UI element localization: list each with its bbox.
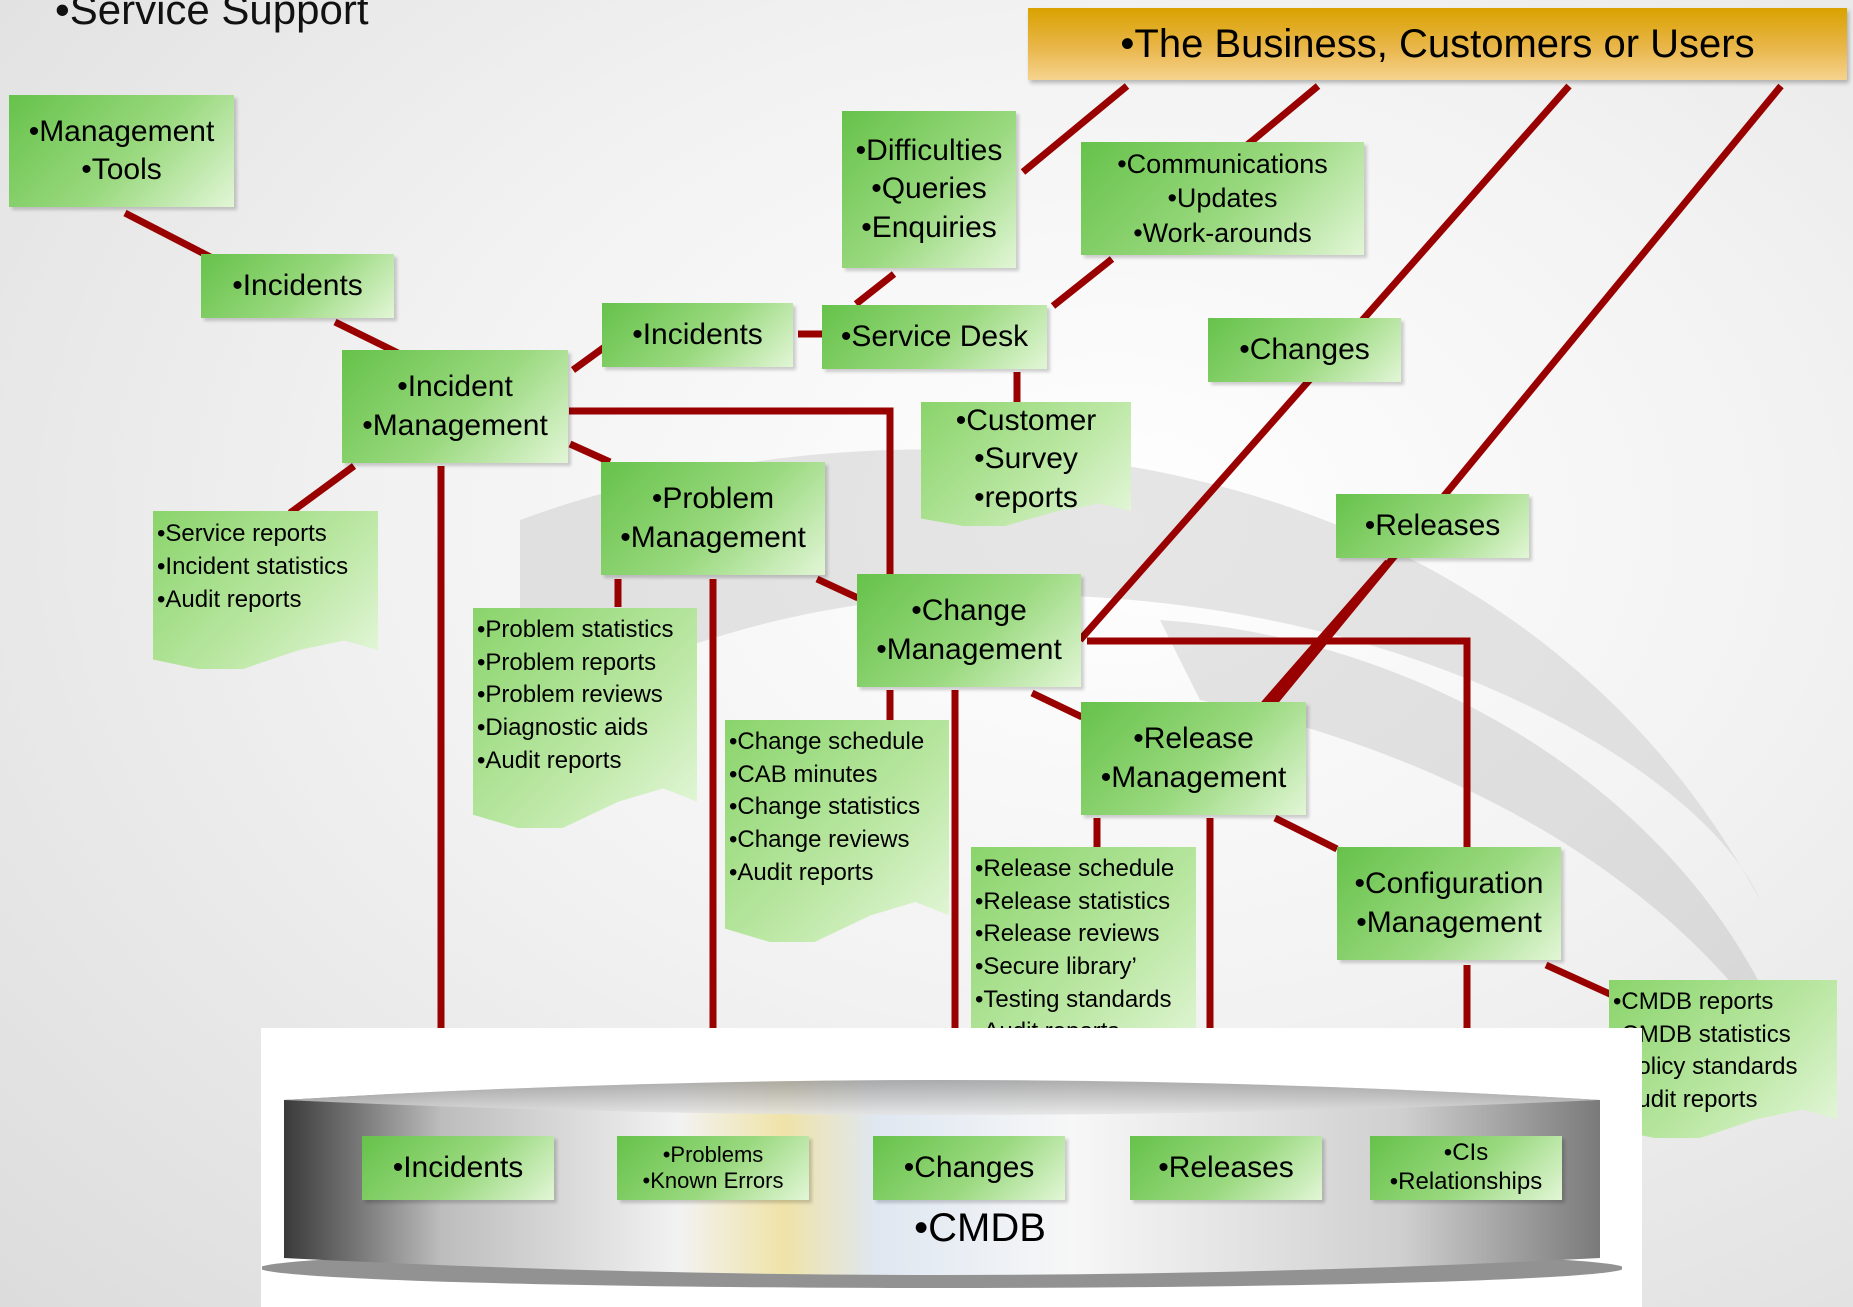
service-desk-box: •Service Desk xyxy=(822,305,1047,369)
communications-box: •Communications •Updates •Work-arounds xyxy=(1081,142,1364,255)
doc-line: •Audit reports xyxy=(477,746,622,774)
box-line: •Problem xyxy=(651,482,775,516)
page-title: •Service Support xyxy=(55,0,369,33)
problem-reports-doc: •Problem statistics •Problem reports •Pr… xyxy=(473,608,697,828)
box-line: •Releases xyxy=(1364,508,1501,542)
box-line: •Management xyxy=(1100,760,1287,794)
change-management-box: •Change •Management xyxy=(857,574,1081,687)
doc-line: •Audit reports xyxy=(729,858,874,886)
cmdb-cis-box: •CIs •Relationships xyxy=(1370,1136,1562,1200)
box-line: •Management xyxy=(1356,905,1542,939)
box-line: •Management xyxy=(28,114,215,148)
box-line: •Incident xyxy=(397,370,513,404)
box-line: •Change xyxy=(911,594,1027,628)
box-line: •Incidents xyxy=(392,1150,524,1184)
doc-line: •Change statistics xyxy=(729,793,921,821)
box-line: •Difficulties xyxy=(855,133,1003,167)
box-line: •Relationships xyxy=(1389,1168,1543,1195)
box-line: •Incidents xyxy=(232,268,363,302)
incidents-top-box: •Incidents xyxy=(201,254,394,318)
doc-line: •Secure library’ xyxy=(975,952,1137,980)
doc-line: •Testing standards xyxy=(975,985,1172,1013)
doc-line: •reports xyxy=(974,480,1078,514)
box-line: •Release xyxy=(1133,722,1254,756)
doc-line: •Release schedule xyxy=(975,855,1175,882)
doc-line: •Release statistics xyxy=(975,887,1171,915)
box-line: •Service Desk xyxy=(840,319,1029,353)
configuration-management-box: •Configuration •Management xyxy=(1337,847,1561,960)
box-line: •Updates xyxy=(1167,183,1278,214)
doc-line: •Problem reports xyxy=(477,648,657,676)
customer-survey-doc: •Customer •Survey •reports xyxy=(921,402,1131,526)
doc-line: •CMDB reports xyxy=(1613,988,1774,1015)
doc-line: •Service reports xyxy=(157,520,327,547)
difficulties-box: •Difficulties •Queries •Enquiries xyxy=(842,111,1016,268)
box-line: •Management xyxy=(362,408,548,442)
box-line: •Queries xyxy=(871,172,987,206)
doc-line: •Change reviews xyxy=(729,825,910,853)
box-line: •Changes xyxy=(903,1150,1035,1184)
box-line: •Communications xyxy=(1117,148,1328,179)
cmdb-problems-box: •Problems •Known Errors xyxy=(617,1136,809,1200)
doc-line: •Incident statistics xyxy=(157,553,349,581)
cmdb-changes-box: •Changes xyxy=(873,1136,1065,1200)
doc-line: •Problem reviews xyxy=(477,681,663,709)
doc-line: •CMDB statistics xyxy=(1613,1020,1791,1048)
doc-line: •Policy standards xyxy=(1613,1053,1798,1081)
box-line: •Releases xyxy=(1158,1150,1294,1184)
doc-line: •Survey xyxy=(974,442,1078,476)
box-line: •Known Errors xyxy=(642,1168,784,1193)
box-line: •Work-arounds xyxy=(1133,217,1312,248)
incident-management-box: •Incident •Management xyxy=(342,350,568,463)
doc-line: •Change schedule xyxy=(729,728,925,755)
box-line: •Incidents xyxy=(632,317,763,351)
cmdb-incidents-box: •Incidents xyxy=(362,1136,554,1200)
box-line: •Configuration xyxy=(1354,867,1544,901)
box-line: •Management xyxy=(876,632,1062,666)
cmdb-releases-box: •Releases xyxy=(1130,1136,1322,1200)
incidents-mid-box: •Incidents xyxy=(602,303,793,367)
doc-line: •CAB minutes xyxy=(729,760,878,788)
box-line: •Changes xyxy=(1239,332,1370,366)
management-tools-box: •Management •Tools xyxy=(9,95,234,207)
doc-line: •Release reviews xyxy=(975,920,1160,948)
release-management-box: •Release •Management xyxy=(1081,702,1306,815)
box-line: •Enquiries xyxy=(861,210,997,244)
problem-management-box: •Problem •Management xyxy=(601,462,825,575)
cmdb-label: •CMDB xyxy=(914,1206,1046,1250)
releases-top-box: •Releases xyxy=(1336,494,1529,558)
box-line: •Problems xyxy=(662,1141,764,1167)
doc-line: •Audit reports xyxy=(157,586,302,614)
box-line: •Management xyxy=(620,520,806,554)
changes-top-box: •Changes xyxy=(1208,318,1401,382)
box-line: •Tools xyxy=(81,153,162,186)
box-line: •CIs xyxy=(1443,1139,1489,1167)
doc-line: •Diagnostic aids xyxy=(477,713,649,741)
business-banner: •The Business, Customers or Users xyxy=(1028,8,1847,80)
doc-line: •Customer xyxy=(955,404,1097,437)
doc-line: •Problem statistics xyxy=(477,616,674,643)
